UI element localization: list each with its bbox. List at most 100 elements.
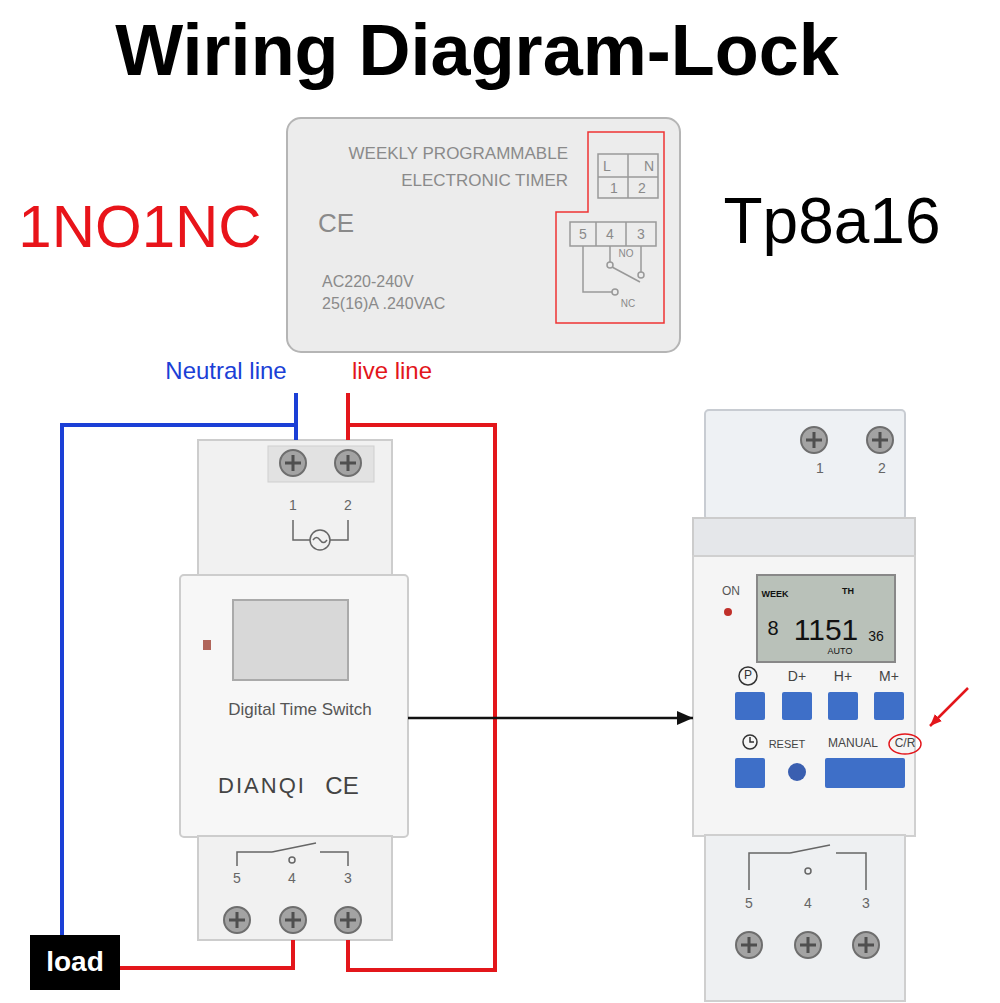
load-wire bbox=[120, 940, 293, 968]
lcd-digit: 1151 bbox=[794, 613, 859, 648]
neutral-wire bbox=[62, 425, 296, 935]
label-plate: WEEKLY PROGRAMMABLE ELECTRONIC TIMER CE AC… bbox=[287, 118, 680, 352]
terminal-screw bbox=[853, 932, 879, 958]
load-label: load bbox=[46, 946, 104, 978]
terminal-number: 2 bbox=[344, 497, 352, 513]
pointer-arrow bbox=[930, 688, 968, 726]
led bbox=[724, 608, 732, 616]
current-rating: 25(16)A .240VAC bbox=[322, 295, 445, 313]
cover-hinge bbox=[693, 518, 915, 558]
terminal-screw bbox=[335, 450, 361, 476]
model-contacts: 1NO1NC bbox=[18, 192, 261, 261]
lcd-screen bbox=[233, 600, 348, 680]
contact-dot bbox=[638, 272, 644, 278]
terminal-name: L bbox=[603, 158, 611, 174]
button-label: M+ bbox=[879, 668, 899, 684]
product-name: WEEKLY PROGRAMMABLE ELECTRONIC TIMER bbox=[318, 140, 568, 194]
terminal-number: 2 bbox=[638, 180, 646, 196]
label-plate bbox=[287, 118, 680, 352]
device-body bbox=[180, 575, 408, 837]
terminal-screw bbox=[280, 907, 306, 933]
terminal-number: 1 bbox=[610, 180, 618, 196]
clock-icon bbox=[750, 737, 754, 742]
terminal-number: 4 bbox=[804, 895, 812, 911]
terminal-window bbox=[268, 446, 374, 482]
button-label: MANUAL bbox=[828, 737, 878, 751]
terminal-screw bbox=[867, 427, 893, 453]
voltage-rating: AC220-240V bbox=[322, 273, 414, 291]
device-base bbox=[198, 836, 392, 940]
neutral-wire bbox=[294, 393, 298, 425]
terminal-number: 1 bbox=[816, 460, 824, 476]
clock-icon bbox=[743, 735, 757, 749]
button-label: D+ bbox=[788, 668, 806, 684]
wire-label: live line bbox=[352, 357, 432, 385]
device-cover bbox=[198, 440, 392, 576]
terminal-name: N bbox=[644, 158, 654, 174]
brand-name: DIANQI bbox=[218, 773, 306, 798]
terminal-number: 5 bbox=[579, 226, 587, 242]
model-number: Tp8a16 bbox=[723, 185, 940, 259]
button-label: P bbox=[744, 669, 752, 683]
terminal-screw bbox=[280, 450, 306, 476]
ce-mark: CE bbox=[325, 772, 358, 800]
highlight-outline bbox=[556, 132, 664, 323]
contact-dot bbox=[607, 262, 613, 268]
terminal-screw bbox=[335, 907, 361, 933]
terminal-number: 5 bbox=[233, 870, 241, 886]
ac-symbol bbox=[313, 538, 327, 543]
switch-pivot bbox=[805, 868, 811, 874]
lcd-digit: 36 bbox=[868, 628, 884, 644]
lcd-digit: 8 bbox=[767, 617, 778, 640]
button-label: RESET bbox=[769, 738, 806, 751]
button bbox=[782, 692, 812, 720]
highlight-ellipse bbox=[889, 734, 921, 754]
terminal-number: 3 bbox=[862, 895, 870, 911]
button bbox=[874, 692, 904, 720]
switch-symbol bbox=[749, 845, 866, 890]
zoom-arrow bbox=[408, 717, 693, 720]
contact-name: NC bbox=[621, 298, 635, 310]
timer-device: 1 2Digital Time SwitchDIANQI CE 5 4 3 bbox=[180, 440, 408, 940]
timer-device: 12ONWEEKTH8115136AUTOPD+H+M+RESETMANUALC… bbox=[693, 410, 919, 1000]
wire-label: Neutral line bbox=[165, 357, 286, 385]
terminal-screw bbox=[795, 932, 821, 958]
clear-cover bbox=[705, 410, 905, 520]
switch-symbol bbox=[237, 843, 348, 866]
button bbox=[735, 758, 765, 788]
terminal-divider bbox=[596, 222, 626, 246]
terminal-box bbox=[570, 222, 656, 246]
lcd-text: WEEK bbox=[762, 589, 789, 599]
terminal-number: 3 bbox=[637, 226, 645, 242]
button bbox=[828, 692, 858, 720]
live-wire bbox=[348, 393, 495, 970]
switch-pivot bbox=[289, 857, 295, 863]
led-label: ON bbox=[722, 585, 740, 599]
terminal-box bbox=[598, 154, 658, 198]
reset-hole bbox=[788, 763, 806, 781]
terminal-number: 1 bbox=[289, 497, 297, 513]
button bbox=[825, 758, 905, 788]
contact-name: NO bbox=[619, 248, 634, 260]
led bbox=[203, 640, 211, 650]
program-icon bbox=[739, 667, 757, 685]
load-box: load bbox=[30, 935, 120, 990]
button bbox=[735, 692, 765, 720]
terminal-number: 4 bbox=[606, 226, 614, 242]
button-label: H+ bbox=[834, 668, 852, 684]
product-label: Digital Time Switch bbox=[228, 700, 372, 720]
terminal-number: 2 bbox=[878, 460, 886, 476]
ce-mark: CE bbox=[318, 209, 354, 239]
terminal-number: 3 bbox=[344, 870, 352, 886]
relay-contact-symbol bbox=[583, 246, 641, 292]
diagram-title: Wiring Diagram-Lock bbox=[115, 9, 838, 92]
terminal-screw bbox=[736, 932, 762, 958]
terminal-number: 5 bbox=[745, 895, 753, 911]
button-label: C/R bbox=[895, 737, 916, 751]
terminal-screw bbox=[801, 427, 827, 453]
lcd-text: TH bbox=[842, 586, 854, 596]
device-base bbox=[705, 835, 905, 1001]
terminal-number: 4 bbox=[288, 870, 296, 886]
